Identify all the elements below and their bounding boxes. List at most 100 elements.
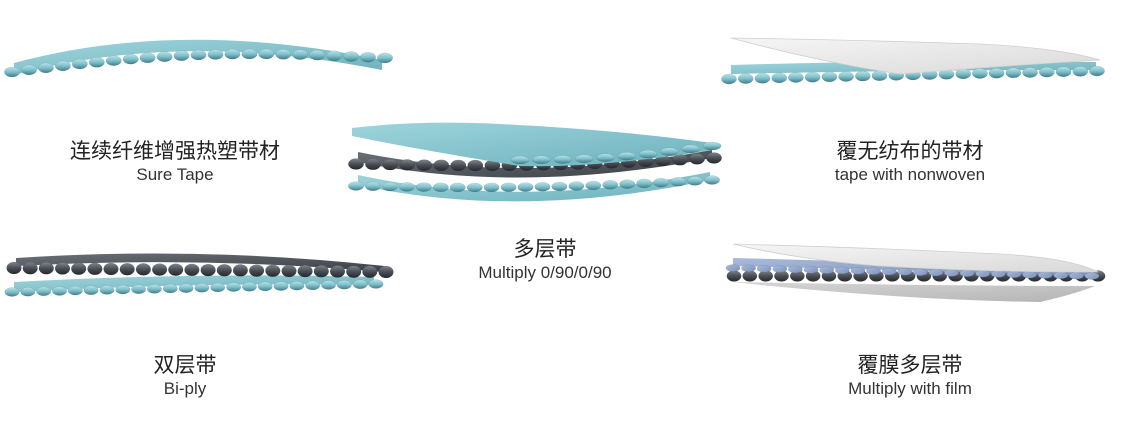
fiber-end: [184, 263, 200, 277]
fiber-end: [881, 267, 897, 276]
fiber-end: [54, 262, 71, 275]
fiber-end: [115, 284, 131, 295]
fiber-end: [281, 264, 297, 278]
fiber-end: [838, 71, 854, 82]
fiber-end: [381, 181, 398, 192]
fiber-end: [803, 265, 819, 274]
fiber-end: [1005, 67, 1022, 79]
fiber-end: [568, 181, 585, 191]
multiply-name-zh: 多层带: [513, 237, 577, 261]
nonwoven-tape-illustration: [721, 37, 1105, 85]
fiber-end: [232, 264, 249, 277]
fiber-end: [22, 261, 38, 275]
fiber-end: [1006, 270, 1022, 279]
fiber-end: [360, 51, 376, 63]
fiber-end: [71, 262, 87, 275]
fiber-end: [449, 182, 466, 193]
fiber-end: [71, 58, 88, 70]
fiber-layer-top: [352, 122, 722, 167]
fiber-end: [216, 264, 232, 277]
fiber-end: [1089, 65, 1105, 77]
fiber-end: [309, 49, 326, 61]
fiber-end: [162, 283, 178, 294]
fiber-end: [742, 270, 758, 282]
fiber-end: [336, 279, 352, 290]
fiber-end: [772, 265, 788, 273]
multiply-film-name-en: Multiply with film: [848, 379, 972, 398]
fiber-end: [346, 265, 362, 278]
fiber-end: [689, 153, 705, 165]
fiber-end: [721, 73, 737, 85]
fiber-layer-dark: [6, 253, 394, 279]
fiber-end: [990, 270, 1006, 278]
fiber-end: [54, 60, 71, 72]
fiber-end: [944, 269, 959, 277]
fiber-end: [105, 55, 122, 66]
fiber-end: [912, 268, 928, 276]
fiber-end: [466, 182, 483, 193]
fiber-end: [258, 48, 275, 60]
fiber-end: [1022, 67, 1038, 78]
fiber-end: [636, 178, 653, 189]
fiber-end: [156, 51, 173, 62]
fiber-end: [595, 153, 615, 162]
multiply-film-illustration: [725, 243, 1106, 302]
fiber-end: [1022, 270, 1037, 279]
fiber-end: [4, 287, 20, 297]
fiber-end: [534, 182, 551, 192]
fiber-end: [38, 262, 54, 275]
fiber-end: [224, 48, 241, 60]
fiber-end: [450, 159, 467, 172]
fiber-end: [585, 180, 602, 191]
fiber-end: [638, 149, 658, 159]
fiber-end: [200, 263, 216, 277]
fiber-end: [6, 261, 22, 275]
fiber-end: [226, 282, 242, 292]
fiber-end: [343, 51, 360, 62]
fiber-end: [348, 181, 364, 191]
nonwoven-sheet: [730, 37, 1101, 75]
fiber-end: [67, 285, 83, 296]
fiber-end: [975, 269, 991, 278]
fiber-end: [574, 154, 594, 164]
fiber-layer-bottom: [348, 172, 720, 202]
fiber-end: [897, 268, 913, 276]
fiber-end: [122, 53, 139, 65]
fiber-end: [131, 284, 147, 294]
fiber-end: [362, 265, 378, 279]
gray-film-bottom: [732, 282, 1095, 302]
fiber-end: [326, 50, 343, 62]
fiber-end: [771, 72, 788, 84]
nonwoven-sheet: [732, 243, 1099, 273]
fiber-end: [273, 281, 289, 291]
fiber-end: [1069, 271, 1084, 280]
fiber-end: [706, 152, 722, 164]
fiber-end: [377, 52, 393, 64]
nonwoven-tape-name-en: tape with nonwoven: [834, 165, 986, 184]
fiber-end: [819, 266, 835, 274]
fiber-end: [1055, 66, 1072, 77]
fiber-end: [88, 57, 105, 68]
fiber-end: [190, 49, 207, 61]
fiber-end: [659, 147, 679, 156]
fiber-end: [352, 279, 368, 290]
multiply-name-en: Multiply 0/90/0/90: [478, 263, 612, 282]
fiber-end: [241, 48, 258, 60]
multiply-film-label: 覆膜多层带 Multiply with film: [780, 352, 1040, 400]
fiber-end: [726, 270, 742, 282]
fiber-end: [265, 264, 281, 278]
fiber-end: [257, 281, 273, 292]
sure-tape-name-en: Sure Tape: [136, 165, 214, 184]
fiber-end: [1072, 66, 1089, 77]
fiber-end: [313, 265, 329, 278]
fiber-end: [248, 264, 265, 277]
fiber-end: [551, 181, 568, 192]
fiber-end: [704, 175, 720, 185]
fiber-layer-bottom: [4, 275, 384, 297]
fiber-end: [297, 264, 313, 278]
fiber-end: [99, 285, 115, 295]
sure-tape-name-zh: 连续纤维增强热塑带材: [70, 139, 280, 163]
fiber-end: [1038, 66, 1055, 78]
fiber-end: [725, 264, 741, 272]
